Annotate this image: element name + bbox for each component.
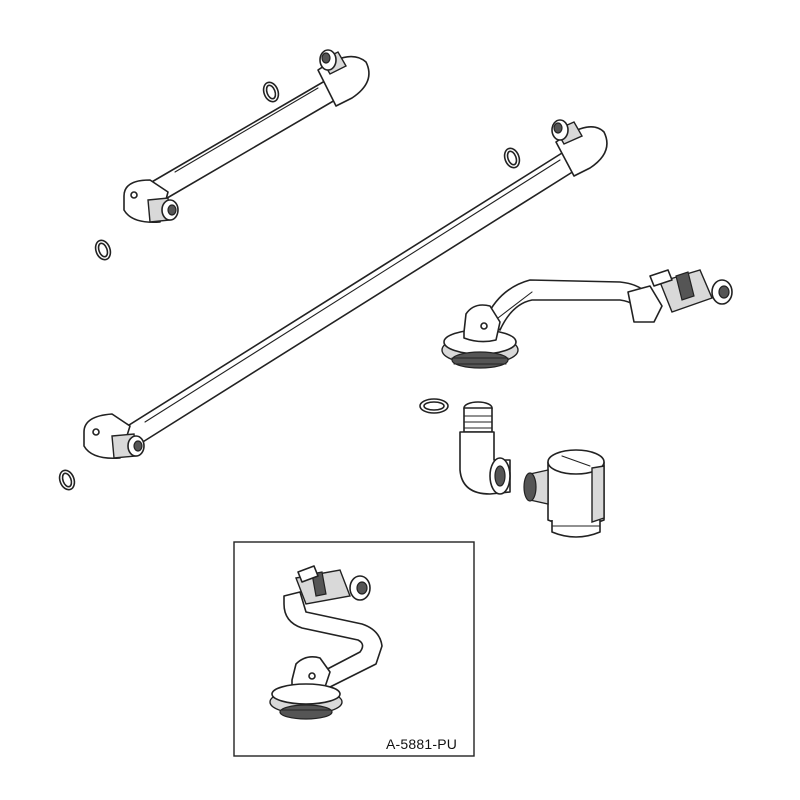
inset-frame xyxy=(233,541,475,757)
short-bar-assembly xyxy=(123,49,370,224)
elbow-fitting xyxy=(459,401,511,495)
part-number-label: A-5881-PU xyxy=(386,736,458,752)
long-bar-assembly xyxy=(83,119,608,460)
offset-pipe-assembly xyxy=(441,269,733,369)
inset-pipe-assembly xyxy=(269,565,383,720)
o-ring xyxy=(58,469,76,491)
valve-body xyxy=(523,449,605,538)
o-ring xyxy=(262,81,280,103)
o-ring xyxy=(94,239,112,261)
o-ring xyxy=(419,398,449,414)
o-ring xyxy=(503,147,521,169)
